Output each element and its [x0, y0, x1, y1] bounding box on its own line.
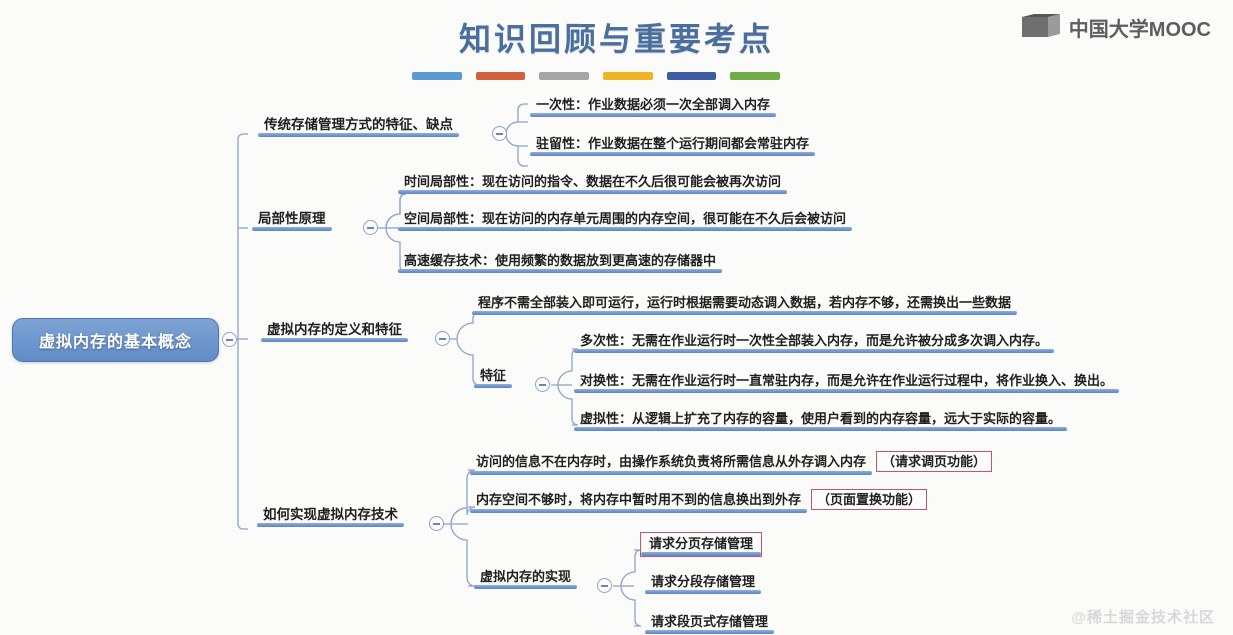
branch-node-1-label: 传统存储管理方式的特征、缺点: [258, 115, 459, 137]
branch-4-3-collapse-toggle[interactable]: [597, 578, 612, 593]
leaf-node-4-1-label: 访问的信息不在内存时，由操作系统负责将所需信息从外存调入内存: [470, 452, 873, 475]
branch-4-collapse-toggle[interactable]: [429, 516, 444, 531]
leaf-node-1-2-label: 驻留性：作业数据在整个运行期间都会常驻内存: [530, 134, 816, 156]
accent-bar-6: [730, 72, 781, 80]
leaf-node-2-3-label: 高速缓存技术：使用频繁的数据放到更高速的存储器中: [398, 251, 723, 273]
leaf-node-1-2[interactable]: 驻留性：作业数据在整个运行期间都会常驻内存: [530, 134, 816, 156]
leaf-node-2-2-label: 空间局部性：现在访问的内存单元周围的内存空间，很可能在不久后会被访问: [398, 209, 853, 231]
leaf-node-4-3-3-label: 请求段页式存储管理: [645, 612, 775, 634]
branch-node-4-3[interactable]: 虚拟内存的实现: [474, 567, 578, 589]
branch-1-collapse-toggle[interactable]: [492, 126, 507, 141]
branch-node-1[interactable]: 传统存储管理方式的特征、缺点: [258, 115, 459, 137]
accent-bar-4: [603, 72, 653, 80]
leaf-node-4-2-label: 内存空间不够时，将内存中暂时用不到的信息换出到外存: [470, 490, 808, 513]
leaf-node-4-3-1[interactable]: 请求分页存储管理: [640, 532, 763, 557]
leaf-node-2-3[interactable]: 高速缓存技术：使用频繁的数据放到更高速的存储器中: [398, 251, 723, 273]
leaf-node-3-2-3[interactable]: 虚拟性：从逻辑上扩充了内存的容量，使用户看到的内存容量，远大于实际的容量。: [574, 409, 1068, 431]
branch-node-3[interactable]: 虚拟内存的定义和特征: [261, 320, 408, 342]
accent-bar-3: [539, 72, 590, 80]
branch-node-4-3-label: 虚拟内存的实现: [474, 567, 578, 589]
branch-node-3-label: 虚拟内存的定义和特征: [261, 320, 408, 342]
leaf-node-1-1[interactable]: 一次性：作业数据必须一次全部调入内存: [530, 95, 777, 117]
leaf-node-3-2-1-label: 多次性：无需在作业运行时一次性全部装入内存，而是允许被分成多次调入内存。: [574, 331, 1055, 353]
leaf-node-3-2-3-label: 虚拟性：从逻辑上扩充了内存的容量，使用户看到的内存容量，远大于实际的容量。: [574, 409, 1068, 431]
leaf-node-2-1-label: 时间局部性：现在访问的指令、数据在不久后很可能会被再次访问: [398, 172, 788, 194]
leaf-node-3-1[interactable]: 程序不需全部装入即可运行，运行时根据需要动态调入数据，若内存不够，还需换出一些数…: [472, 293, 1018, 315]
branch-node-3-2[interactable]: 特征: [474, 366, 513, 388]
branch-2-collapse-toggle[interactable]: [363, 220, 378, 235]
accent-bar-2: [475, 72, 526, 80]
leaf-node-4-1-badge: （请求调页功能）: [876, 451, 993, 472]
leaf-node-4-1[interactable]: 访问的信息不在内存时，由操作系统负责将所需信息从外存调入内存（请求调页功能）: [470, 451, 993, 475]
leaf-node-2-1[interactable]: 时间局部性：现在访问的指令、数据在不久后很可能会被再次访问: [398, 172, 788, 194]
branch-node-2-label: 局部性原理: [252, 209, 332, 231]
branch-3-collapse-toggle[interactable]: [435, 331, 450, 346]
leaf-node-4-3-2[interactable]: 请求分段存储管理: [645, 572, 762, 594]
accent-bar-1: [412, 72, 462, 80]
page-title: 知识回顾与重要考点: [458, 21, 774, 57]
leaf-node-4-2-badge: （页面置换功能）: [811, 489, 928, 510]
leaf-node-3-2-1[interactable]: 多次性：无需在作业运行时一次性全部装入内存，而是允许被分成多次调入内存。: [574, 331, 1055, 353]
accent-bar-group: [412, 72, 781, 80]
root-node-label: 虚拟内存的基本概念: [38, 334, 192, 351]
accent-bar-5: [666, 72, 717, 80]
root-node[interactable]: 虚拟内存的基本概念: [12, 318, 219, 362]
mooc-logo-text: 中国大学MOOC: [1068, 18, 1211, 41]
branch-node-4-label: 如何实现虚拟内存技术: [257, 505, 404, 527]
root-collapse-toggle[interactable]: [222, 332, 237, 347]
watermark: @稀土掘金技术社区: [1071, 609, 1215, 626]
book-slab-icon: [1021, 14, 1062, 40]
branch-node-2[interactable]: 局部性原理: [252, 209, 332, 231]
leaf-node-4-3-3[interactable]: 请求段页式存储管理: [645, 612, 775, 634]
leaf-node-3-2-2[interactable]: 对换性：无需在作业运行时一直常驻内存，而是允许在作业运行过程中，将作业换入、换出…: [574, 371, 1120, 393]
leaf-node-4-2[interactable]: 内存空间不够时，将内存中暂时用不到的信息换出到外存（页面置换功能）: [470, 489, 928, 513]
branch-node-3-2-label: 特征: [474, 366, 513, 388]
leaf-node-2-2[interactable]: 空间局部性：现在访问的内存单元周围的内存空间，很可能在不久后会被访问: [398, 209, 853, 231]
mooc-logo: 中国大学MOOC: [1021, 10, 1211, 44]
branch-3-2-collapse-toggle[interactable]: [535, 377, 550, 392]
leaf-node-4-3-2-label: 请求分段存储管理: [645, 572, 762, 594]
branch-node-4[interactable]: 如何实现虚拟内存技术: [257, 505, 404, 527]
leaf-node-3-1-label: 程序不需全部装入即可运行，运行时根据需要动态调入数据，若内存不够，还需换出一些数…: [472, 293, 1018, 315]
leaf-node-3-2-2-label: 对换性：无需在作业运行时一直常驻内存，而是允许在作业运行过程中，将作业换入、换出…: [574, 371, 1120, 393]
leaf-node-1-1-label: 一次性：作业数据必须一次全部调入内存: [530, 95, 777, 117]
leaf-node-4-3-1-label: 请求分页存储管理: [640, 532, 763, 557]
